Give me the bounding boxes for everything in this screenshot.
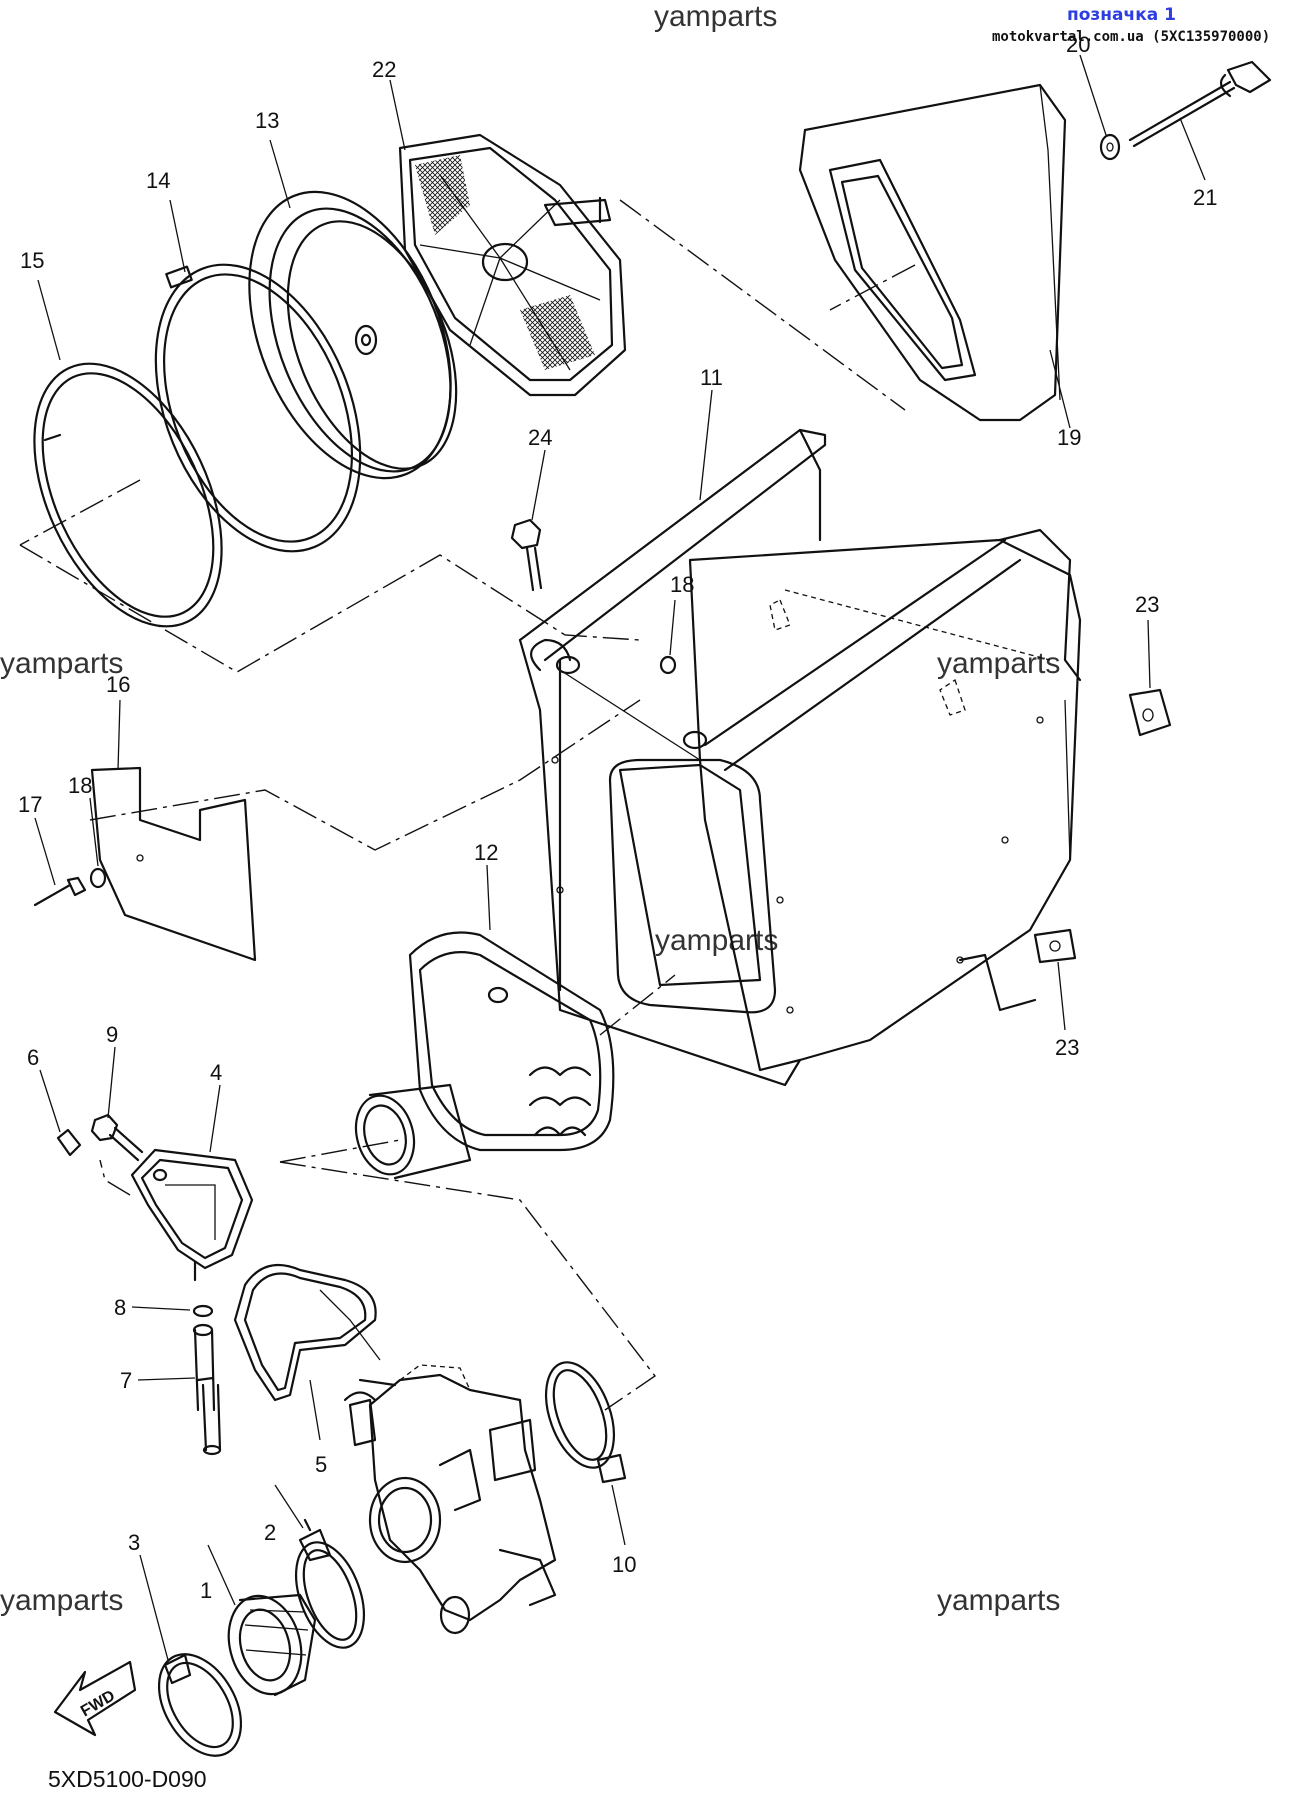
callout-13: 13 [255,108,279,133]
part-22-filter-cage [398,133,627,397]
part-20-washer [1099,133,1121,161]
part-7-hose [192,1323,222,1456]
part-5-gasket [233,1263,377,1402]
callout-22: 22 [372,57,396,82]
part-17-rivet [33,876,87,907]
callout-19: 19 [1057,425,1081,450]
callout-3: 3 [128,1530,140,1555]
watermark-center: yamparts [655,924,778,957]
callout-21: 21 [1193,185,1217,210]
watermark-right-upper: yamparts [937,647,1060,680]
callout-23-upper: 23 [1135,592,1159,617]
part-14-clamp [154,263,362,553]
callout-12: 12 [474,840,498,865]
diagram-code: 5XD5100-D090 [48,1766,207,1792]
callout-16: 16 [106,672,130,697]
callout-7: 7 [120,1368,132,1393]
part-18-grommet-upper [659,655,677,675]
part-2-clamp [295,1518,365,1649]
callout-14: 14 [146,168,170,193]
part-15-band [33,362,223,628]
part-21-bolt [1128,60,1272,148]
part-16-plate [90,766,257,962]
fwd-arrow-icon: FWD [53,1660,137,1737]
part-3-band [157,1653,243,1757]
callout-20: 20 [1066,32,1090,57]
part-1-joint [227,1593,317,1697]
callout-15: 15 [20,248,44,273]
carburetor-assembly [319,1289,557,1635]
callout-2: 2 [264,1520,276,1545]
callout-4: 4 [210,1060,222,1085]
callout-6: 6 [27,1045,39,1070]
header-tag: позначка 1 [1067,5,1176,25]
fwd-label: FWD [78,1687,118,1720]
part-12-joint [354,931,615,1180]
callout-23-lower: 23 [1055,1035,1079,1060]
callout-5: 5 [315,1452,327,1477]
part-6-clip [56,1128,82,1157]
callout-10: 10 [612,1552,636,1577]
callout-11: 11 [700,365,723,390]
watermark-left-lower: yamparts [0,1584,123,1617]
part-10-clamp [545,1361,627,1484]
part-19-filter-outer [798,83,1067,422]
callout-17: 17 [18,792,42,817]
callout-8: 8 [114,1295,126,1320]
watermark-left-upper: yamparts [0,647,123,680]
part-18-grommet-lower [89,867,107,889]
callout-labels: 1 2 3 4 5 6 7 8 9 10 11 12 13 14 15 16 1… [18,32,1217,1603]
header-source: motokvartal.com.ua (5XC135970000) [992,29,1270,45]
watermark-right-lower: yamparts [937,1584,1060,1617]
callout-9: 9 [106,1022,118,1047]
callout-1: 1 [200,1578,212,1603]
part-23-clip-lower [1033,928,1077,964]
callout-18-lower: 18 [68,773,92,798]
leader-lines [34,54,1206,1661]
part-11-air-box [518,428,1082,1087]
callout-18-upper: 18 [670,572,694,597]
part-23-clip-upper [1128,688,1172,737]
part-4-cover [130,1148,254,1282]
watermark-top: yamparts [654,0,777,33]
part-8-washer [192,1304,214,1318]
assembly-lines [19,199,916,1411]
part-9-bolt [90,1113,144,1162]
callout-24: 24 [528,425,552,450]
part-24-bolt [510,518,543,592]
